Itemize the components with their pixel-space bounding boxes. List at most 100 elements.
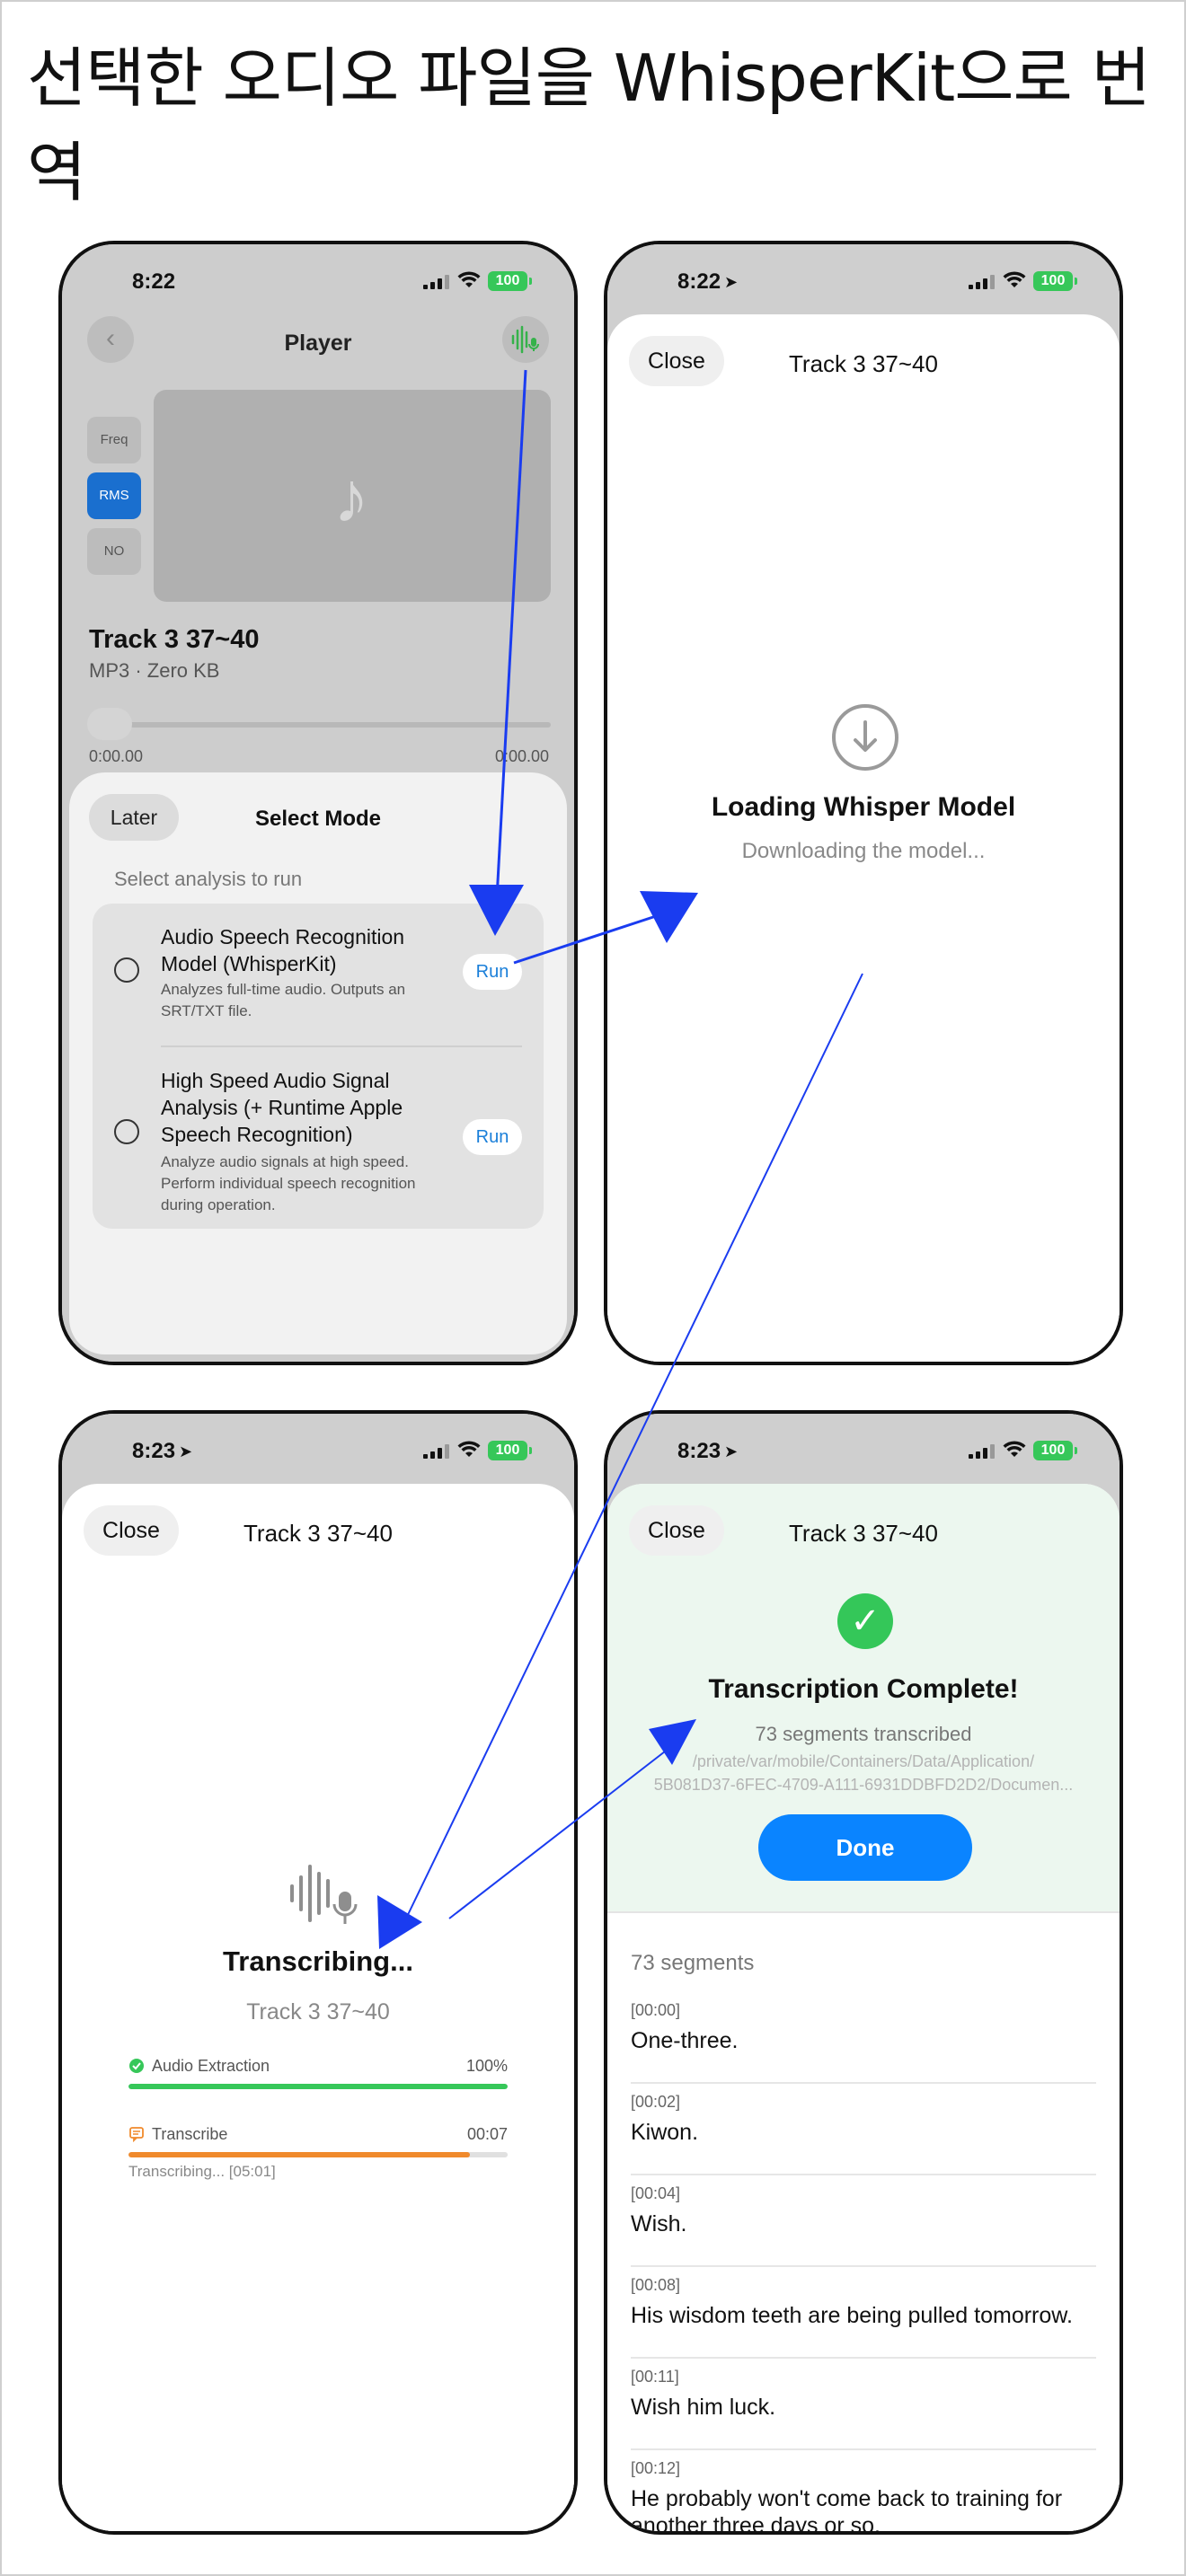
progress-fill [128,2084,508,2089]
step-transcribe: Transcribe 00:07 Transcribing... [05:01] [128,2123,508,2181]
option-title: High Speed Audio Signal Analysis (+ Runt… [161,1069,403,1146]
step-label: Audio Extraction [152,2056,270,2075]
status-bar: 8:22 100 [62,244,574,316]
progress-fill [128,2152,470,2157]
later-button[interactable]: Later [89,794,179,841]
step-value: 100% [465,2056,508,2075]
status-time: 8:22 [132,269,176,294]
radio-button[interactable] [114,957,139,983]
battery-indicator: 100 [1033,271,1077,291]
loading-heading: Loading Whisper Model [711,792,1016,822]
segment-time: [00:11] [631,2368,679,2386]
playback-slider-thumb[interactable] [87,708,132,740]
progress-bar [128,2152,508,2157]
option-high-speed[interactable]: High Speed Audio Signal Analysis (+ Runt… [93,1047,544,1229]
segment-time: [00:02] [631,2093,681,2111]
transcribing-track: Track 3 37~40 [246,1999,390,2025]
mode-no-button[interactable]: NO [87,528,141,575]
playback-slider[interactable] [89,722,551,728]
sheet-subtitle: Select analysis to run [114,868,303,890]
done-button[interactable]: Done [758,1814,972,1881]
mode-freq-button[interactable]: Freq [87,417,141,463]
cellular-signal-icon [423,275,449,289]
option-description: Analyzes full-time audio. Outputs an SRT… [161,981,406,1019]
segment-count: 73 segments [631,1951,755,1975]
modal-title: Track 3 37~40 [789,350,938,377]
track-meta: MP3 · Zero KB [89,659,220,682]
phone-loading: 8:22➤ 100 Close Track 3 37~40 Loading Wh… [604,241,1123,1365]
time-current: 0:00.00 [89,747,144,765]
checkmark-circle-icon [129,2059,144,2073]
segment-list[interactable]: [00:00]One-three. [00:02]Kiwon. [00:04]W… [631,1992,1096,2535]
segment-text: One-three. [631,2028,739,2053]
modal-title: Track 3 37~40 [243,1520,393,1547]
select-mode-sheet: Later Select Mode Select analysis to run… [69,772,567,1354]
album-art: ♪ [154,390,551,602]
step-audio-extraction: Audio Extraction 100% [128,2055,508,2089]
option-description: Analyze audio signals at high speed. Per… [161,1153,416,1213]
step-value: 00:07 [466,2124,508,2143]
speech-bubble-icon [129,2127,144,2142]
list-item[interactable]: [00:02]Kiwon. [631,2084,1096,2175]
segment-text: He probably won't come back to training … [631,2486,1063,2535]
loading-subtext: Downloading the model... [741,839,986,863]
output-file-path: /private/var/mobile/Containers/Data/Appl… [653,1752,1074,1794]
step-label: Transcribe [152,2124,228,2143]
wifi-icon [1003,271,1026,287]
wifi-icon [457,1441,481,1457]
step-detail: Transcribing... [05:01] [128,2163,276,2180]
phone-player: 8:22 100 ‹ Player Freq RMS NO ♪ Track 3 … [58,241,578,1365]
list-item[interactable]: [00:12]He probably won't come back to tr… [631,2450,1096,2535]
complete-heading: Transcription Complete! [708,1674,1019,1704]
back-button[interactable]: ‹ [87,316,134,363]
list-item[interactable]: [00:08] His wisdom teeth are being pulled… [631,2267,1096,2359]
cellular-signal-icon [969,275,995,289]
complete-modal: Close Track 3 37~40 ✓ Transcription Comp… [607,1484,1120,2531]
close-button[interactable]: Close [629,336,724,386]
segment-text: Wish. [631,2211,687,2236]
download-icon [832,704,898,771]
player-title: Player [284,331,352,356]
battery-indicator: 100 [488,1441,532,1460]
analysis-options: Audio Speech Recognition Model (WhisperK… [93,904,544,1229]
transcribe-button[interactable] [502,316,549,363]
run-whisperkit-button[interactable]: Run [463,954,522,990]
location-arrow-icon: ➤ [724,272,739,291]
sheet-title: Select Mode [254,807,382,831]
location-arrow-icon: ➤ [179,1442,193,1460]
segment-text: His wisdom teeth are being pulled tomorr… [631,2303,1073,2328]
status-bar: 8:22➤ 100 [607,244,1120,316]
cellular-signal-icon [423,1444,449,1459]
page-title: 선택한 오디오 파일을 WhisperKit으로 번역 [27,40,1151,210]
option-whisperkit[interactable]: Audio Speech Recognition Model (WhisperK… [93,904,544,1045]
status-time: 8:23➤ [132,1439,193,1463]
checkmark-icon: ✓ [837,1593,893,1649]
segment-text: Wish him luck. [631,2395,776,2420]
location-arrow-icon: ➤ [724,1442,739,1460]
status-bar: 8:23➤ 100 [62,1414,574,1486]
music-note-icon: ♪ [333,457,369,537]
wifi-icon [1003,1441,1026,1457]
progress-bar [128,2084,508,2089]
radio-button[interactable] [114,1119,139,1144]
cellular-signal-icon [969,1444,995,1459]
wifi-icon [457,271,481,287]
complete-summary: 73 segments transcribed [755,1723,972,1745]
mode-rms-button[interactable]: RMS [87,472,141,519]
battery-indicator: 100 [1033,1441,1077,1460]
transcribing-modal: Close Track 3 37~40 [62,1484,574,2531]
list-item[interactable]: [00:04]Wish. [631,2175,1096,2267]
close-button[interactable]: Close [84,1505,179,1556]
option-title: Audio Speech Recognition Model (WhisperK… [161,925,405,975]
section-divider [607,1911,1120,1913]
waveform-mic-icon [511,325,539,354]
modal-title: Track 3 37~40 [789,1520,938,1547]
chevron-left-icon: ‹ [106,323,115,353]
status-time: 8:22➤ [677,269,739,294]
run-high-speed-button[interactable]: Run [463,1119,522,1155]
list-item[interactable]: [00:11] Wish him luck. [631,2359,1096,2450]
transcribing-heading: Transcribing... [223,1945,413,1977]
segment-time: [00:08] [631,2276,681,2294]
list-item[interactable]: [00:00]One-three. [631,1992,1096,2084]
waveform-mic-icon [290,1865,358,1924]
